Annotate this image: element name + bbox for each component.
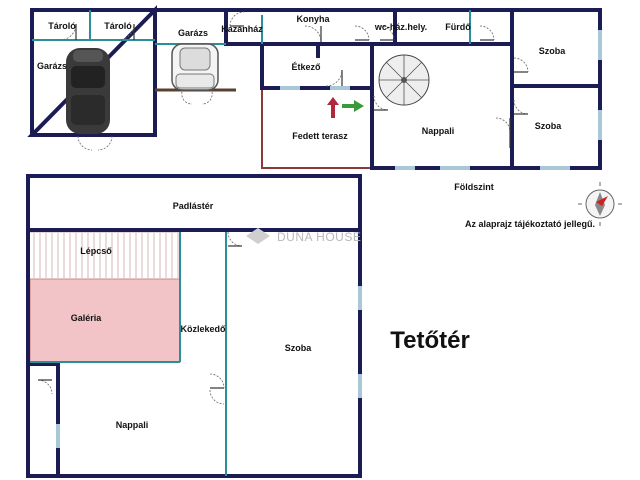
room-label-konyha: Konyha xyxy=(296,14,330,24)
room-label-galeria: Galéria xyxy=(71,313,103,323)
room-label-padlaster: Padlástér xyxy=(173,201,214,211)
terrace-outline xyxy=(261,88,372,169)
room-label-szoba-1: Szoba xyxy=(539,46,566,56)
top-partitions xyxy=(30,232,227,476)
windows xyxy=(280,30,602,170)
top-inner-walls xyxy=(26,228,362,478)
room-label-furdo: Fürdő xyxy=(445,22,471,32)
inner-walls xyxy=(224,8,602,170)
room-label-wc: wc-ház.hely. xyxy=(374,22,427,32)
galeria-area xyxy=(29,278,181,363)
room-label-lepcso: Lépcső xyxy=(80,246,112,256)
room-label-szoba-2: Szoba xyxy=(535,121,562,131)
car-icon xyxy=(66,48,110,134)
room-label-tarolo-2: Tároló xyxy=(104,21,132,31)
room-label-kazanhaz: Kazánház xyxy=(221,24,263,34)
doors xyxy=(59,11,529,151)
room-label-etkezo: Étkező xyxy=(291,62,321,72)
ground-floor: Tároló Tároló Garázs Garázs Kazánház Kon… xyxy=(27,5,622,229)
room-label-garazs-2: Garázs xyxy=(178,28,208,38)
level-label-foldszint: Földszint xyxy=(454,182,494,192)
arrow-right-icon xyxy=(342,100,364,112)
room-label-szoba-top: Szoba xyxy=(285,343,312,353)
arrow-up-icon xyxy=(327,97,339,118)
room-label-nappali-ground: Nappali xyxy=(422,126,455,136)
disclaimer-text: Az alaprajz tájékoztató jellegű. xyxy=(465,219,595,229)
top-floor: DUNA HOUSE Padlástér Lépcső Galéria Közl… xyxy=(26,174,470,478)
duna-house-logo: DUNA HOUSE xyxy=(246,228,361,244)
room-label-nappali-top: Nappali xyxy=(116,420,149,430)
top-outer-wall xyxy=(26,174,362,478)
compass-icon xyxy=(578,182,622,226)
room-label-garazs-1: Garázs xyxy=(37,61,67,71)
watermark-text: DUNA HOUSE xyxy=(277,230,361,244)
car-icon xyxy=(171,43,219,91)
room-label-tarolo-1: Tároló xyxy=(48,21,76,31)
room-label-kozlekedo: Közlekedő xyxy=(180,324,226,334)
stair-hatch xyxy=(30,231,180,278)
top-doors xyxy=(37,231,243,405)
spiral-stair-icon xyxy=(378,54,430,106)
level-title-tetoter: Tetőtér xyxy=(390,327,470,354)
top-windows xyxy=(56,286,362,448)
room-label-fedett-terasz: Fedett terasz xyxy=(292,131,348,141)
